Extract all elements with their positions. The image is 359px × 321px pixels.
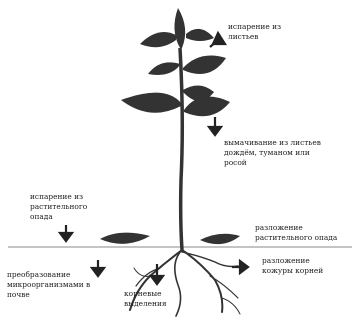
fallen-leaf-left	[100, 233, 150, 244]
label-volatilization: испарение из растительного опада	[30, 192, 87, 222]
fallen-leaves	[100, 233, 240, 245]
arrow-evaporation	[213, 33, 225, 44]
label-root-decomposition: разложение кожуры корней	[262, 256, 323, 276]
arrow-root-decomposition	[240, 261, 248, 273]
leaf	[148, 62, 180, 75]
plant-stem	[180, 48, 182, 250]
label-root-exudation: корневые выделения	[124, 289, 167, 309]
leaf	[183, 56, 226, 74]
label-leaching: вымачивание из листьев дождём, туманом и…	[224, 138, 321, 168]
arrow-microbial-transformation	[92, 268, 104, 276]
label-microbial-transformation: преобразование микроорганизмами в почве	[7, 270, 90, 300]
leaf	[186, 29, 214, 41]
arrow-volatilization	[60, 233, 72, 241]
arrow-leaching	[209, 127, 221, 135]
label-litter-decomposition: разложение растительного опада	[255, 223, 337, 243]
fallen-leaf-right	[200, 234, 240, 244]
leaf	[184, 97, 230, 117]
arrow-root-exudation	[151, 276, 163, 284]
leaf	[121, 93, 181, 113]
label-evaporation: испарение из листьев	[228, 22, 281, 42]
leaf	[140, 32, 176, 47]
apex-bud	[174, 8, 185, 48]
